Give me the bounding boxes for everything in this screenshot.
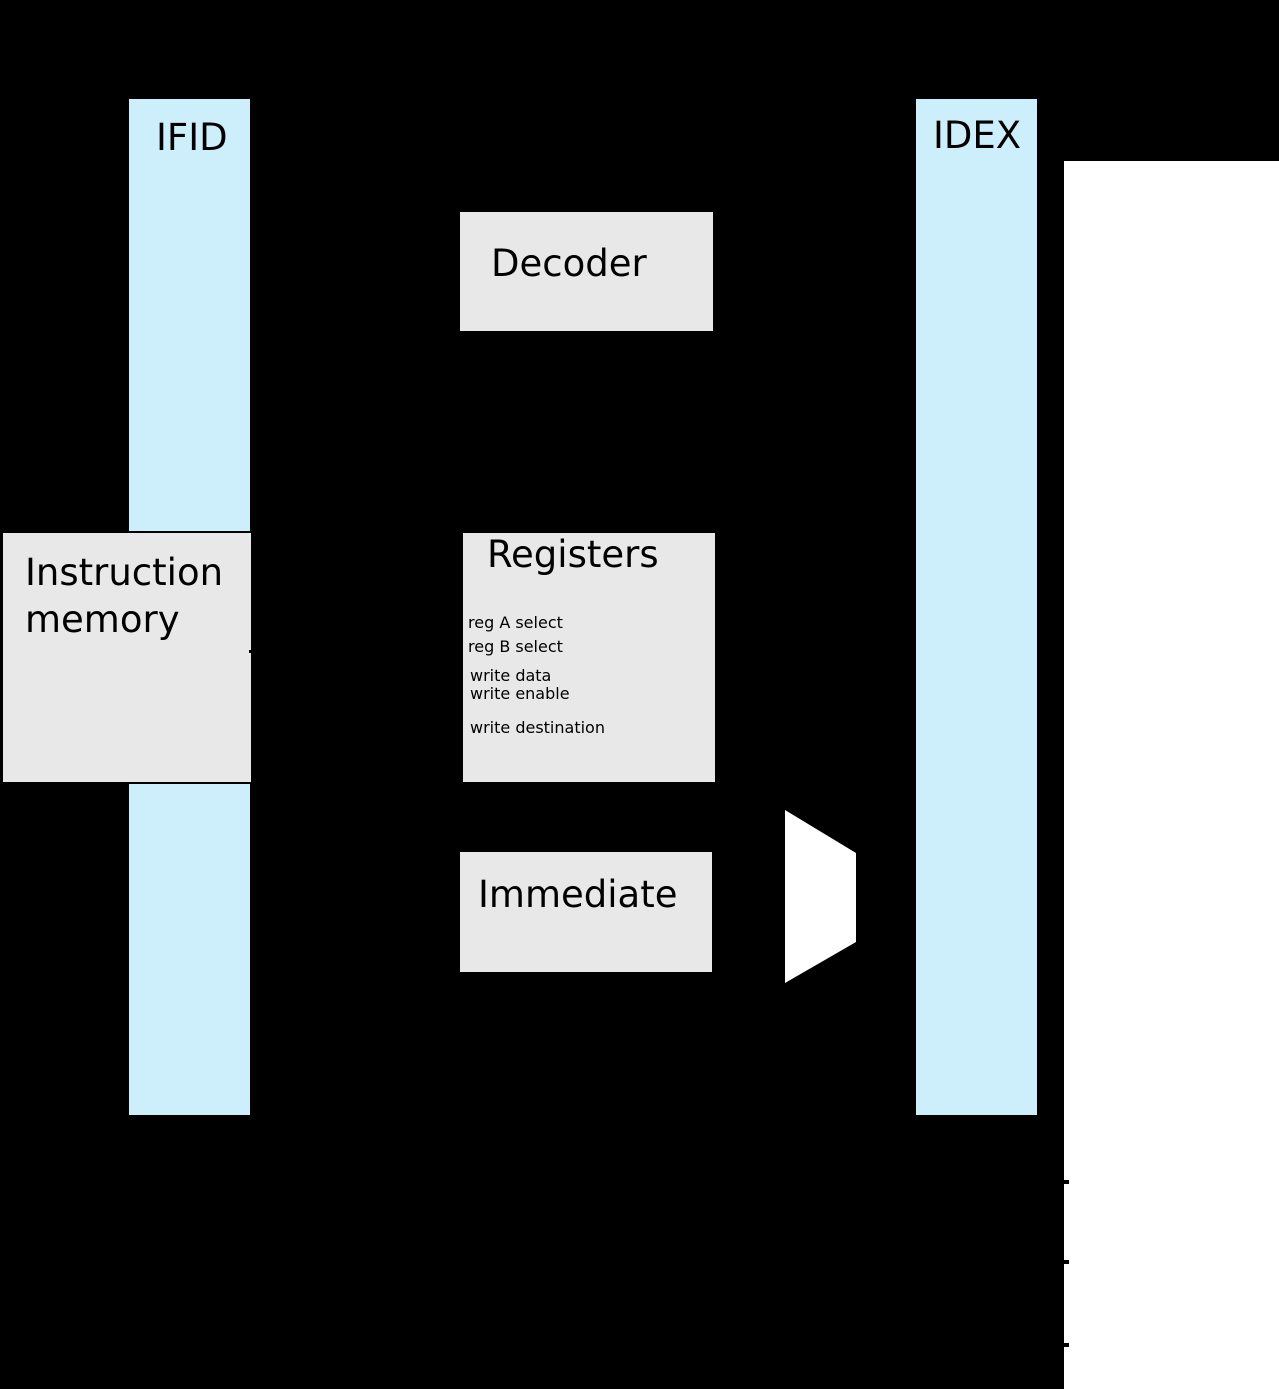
- idex-label: IDEX: [933, 114, 1022, 157]
- ex-stage-background: [1064, 161, 1279, 1389]
- mux-shape: [785, 810, 856, 983]
- decoder-block: Decoder: [458, 210, 715, 333]
- immediate-label: Immediate: [478, 873, 678, 916]
- wire-stub-to-ex-1: [1061, 1180, 1069, 1184]
- write-data-port-label: write data: [470, 666, 552, 685]
- registers-block: Registers reg A select reg B select writ…: [461, 531, 717, 784]
- instruction-memory-label: Instruction memory: [25, 551, 224, 641]
- pipeline-register-idex: IDEX: [914, 97, 1039, 1117]
- registers-label: Registers: [487, 533, 659, 576]
- wire-stub-to-ex-2: [1061, 1260, 1069, 1264]
- mux-trapezoid-icon: [785, 810, 856, 983]
- ifid-label: IFID: [156, 116, 228, 159]
- instruction-memory-block: Instruction memory: [1, 531, 253, 784]
- wire-stub-to-ex-3: [1061, 1343, 1069, 1347]
- write-destination-port-label: write destination: [470, 718, 605, 737]
- instruction-wire-stub: [249, 650, 256, 653]
- write-enable-port-label: write enable: [470, 684, 570, 703]
- reg-b-select-port-label: reg B select: [468, 637, 563, 656]
- immediate-block: Immediate: [458, 850, 714, 974]
- decoder-label: Decoder: [491, 242, 647, 285]
- reg-a-select-port-label: reg A select: [468, 613, 563, 632]
